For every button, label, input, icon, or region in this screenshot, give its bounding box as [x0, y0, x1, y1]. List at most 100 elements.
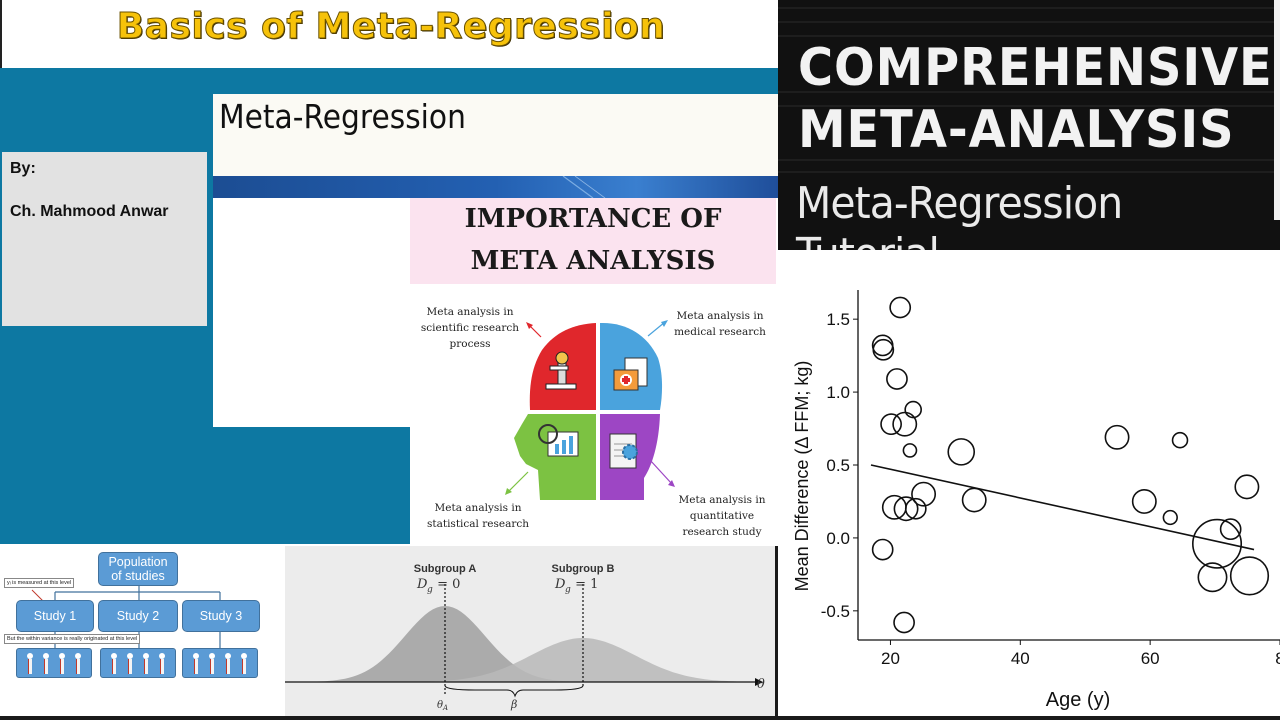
person-icon [27, 653, 33, 675]
study-point [1197, 562, 1228, 593]
study-point [1229, 556, 1270, 596]
teal-strip [213, 68, 778, 94]
theta-a-label: θ [437, 700, 443, 711]
arrow-statistical-head [505, 488, 512, 495]
scatter-chart: 20406081.51.00.50.0-0.5 Age (y) Mean Dif… [792, 290, 1280, 711]
caption-quantitative-line2: quantitative [689, 510, 755, 522]
study-point [871, 334, 894, 357]
subgroup-b-eq-d: D [554, 577, 566, 592]
slide-header: Meta-Regression [213, 94, 778, 158]
study-point [893, 496, 919, 522]
participants-group-1 [16, 648, 92, 678]
person-icon [159, 653, 165, 675]
slide-header-gap [213, 158, 778, 176]
importance-title-line1: IMPORTANCE OF [464, 204, 722, 234]
y-tick-label: -0.5 [821, 602, 850, 621]
person-icon [127, 653, 133, 675]
caption-medical-line1: Meta analysis in [676, 310, 764, 322]
person-icon [111, 653, 117, 675]
background-table-graphic [778, 0, 1280, 220]
person-icon [75, 653, 81, 675]
study-point [1131, 488, 1157, 514]
study-point [1171, 431, 1189, 449]
person-icon [59, 653, 65, 675]
subgroup-diagram: Subgroup A Subgroup B D g = 0 D g = 1 θ … [285, 546, 775, 720]
cma-subtitle: Meta-Regression Tutorial [796, 178, 1123, 250]
caption-medical: Meta analysis in medical research [666, 308, 774, 340]
author-name: Ch. Mahmood Anwar [10, 203, 169, 220]
study-box-1: Study 1 [16, 600, 94, 632]
y-tick-label: 0.5 [826, 456, 850, 475]
x-tick-label: 40 [1011, 649, 1030, 668]
study-point [1162, 509, 1178, 526]
study-point [902, 443, 918, 458]
head-quadrant-graphic [505, 320, 675, 500]
subgroup-b-eq-val: = 1 [571, 577, 598, 592]
analytics-magnifier-icon [538, 424, 579, 457]
person-icon [43, 653, 49, 675]
study-box-2: Study 2 [98, 600, 178, 632]
theta-label: θ [757, 677, 765, 692]
caption-statistical-line1: Meta analysis in [434, 502, 522, 514]
caption-quantitative-line3: research study [682, 526, 762, 538]
y-tick-label: 1.5 [826, 310, 850, 329]
subgroup-a-curve [285, 606, 755, 682]
study-point [904, 400, 922, 419]
caption-statistical: Meta analysis in statistical research [422, 500, 534, 532]
chart-axes: 20 40 60 8 1.5 1.0 0.5 0.0 -0.5 [821, 290, 1280, 668]
x-tick-label: 20 [881, 649, 900, 668]
study-point [872, 338, 895, 361]
collage-title-panel: Basics of Meta-Regression [0, 0, 778, 68]
participants-group-3 [182, 648, 258, 678]
arrow-medical [647, 321, 666, 337]
study-point [911, 481, 937, 507]
participants-group-2 [100, 648, 176, 678]
study-point [904, 497, 927, 520]
cma-title-line2: META-ANALYSIS [798, 100, 1235, 160]
separator-line [775, 546, 778, 720]
subgroup-b-equation: D g = 1 [554, 577, 598, 595]
study-point [1234, 474, 1260, 500]
arrow-medical-head [661, 320, 668, 327]
population-box: Population of studies [98, 552, 178, 586]
subgroup-a-eq-sub: g [427, 585, 433, 595]
study-point [871, 538, 894, 561]
importance-title-line2: META ANALYSIS [470, 246, 716, 276]
study-point [889, 296, 912, 319]
arrow-statistical [507, 471, 529, 493]
byline-box: By: Ch. Mahmood Anwar [2, 152, 207, 326]
x-tick-label: 8 [1275, 649, 1280, 668]
person-icon [225, 653, 231, 675]
subgroup-distributions: Subgroup A Subgroup B D g = 0 D g = 1 θ … [285, 563, 765, 712]
person-icon [209, 653, 215, 675]
study-point [961, 487, 987, 513]
subgroup-a-equation: D g = 0 [416, 577, 460, 595]
study-point [947, 438, 976, 466]
y-tick-label: 0.0 [826, 529, 850, 548]
y-tick-label: 1.0 [826, 383, 850, 402]
chart-points [870, 296, 1270, 634]
x-tick-label: 60 [1141, 649, 1160, 668]
caption-scientific-line2: scientific research [420, 322, 520, 334]
arrow-quantitative-head [668, 480, 675, 487]
study-point [1219, 518, 1242, 541]
study-point [892, 411, 918, 437]
microscope-icon [545, 351, 577, 390]
arrow-scientific-head [526, 322, 533, 329]
subgroup-b-label: Subgroup B [552, 563, 615, 575]
theta-a-sub: A [442, 704, 448, 712]
person-icon [193, 653, 199, 675]
theta-axis-arrow [755, 678, 763, 686]
caption-statistical-line2: statistical research [426, 518, 529, 530]
slide-title: Meta-Regression [219, 97, 466, 136]
study-point [1104, 424, 1130, 450]
collage-title: Basics of Meta-Regression [116, 6, 666, 48]
x-axis-label: Age (y) [1046, 689, 1110, 711]
band-streak-graphic [562, 176, 606, 198]
study-point [886, 368, 908, 390]
importance-header: IMPORTANCE OF META ANALYSIS [410, 198, 776, 284]
caption-scientific-line1: Meta analysis in [426, 306, 514, 318]
note-measured-level: yᵢ is measured at this level [4, 578, 75, 588]
byline-label: By: [10, 160, 36, 177]
study-point [880, 413, 902, 436]
